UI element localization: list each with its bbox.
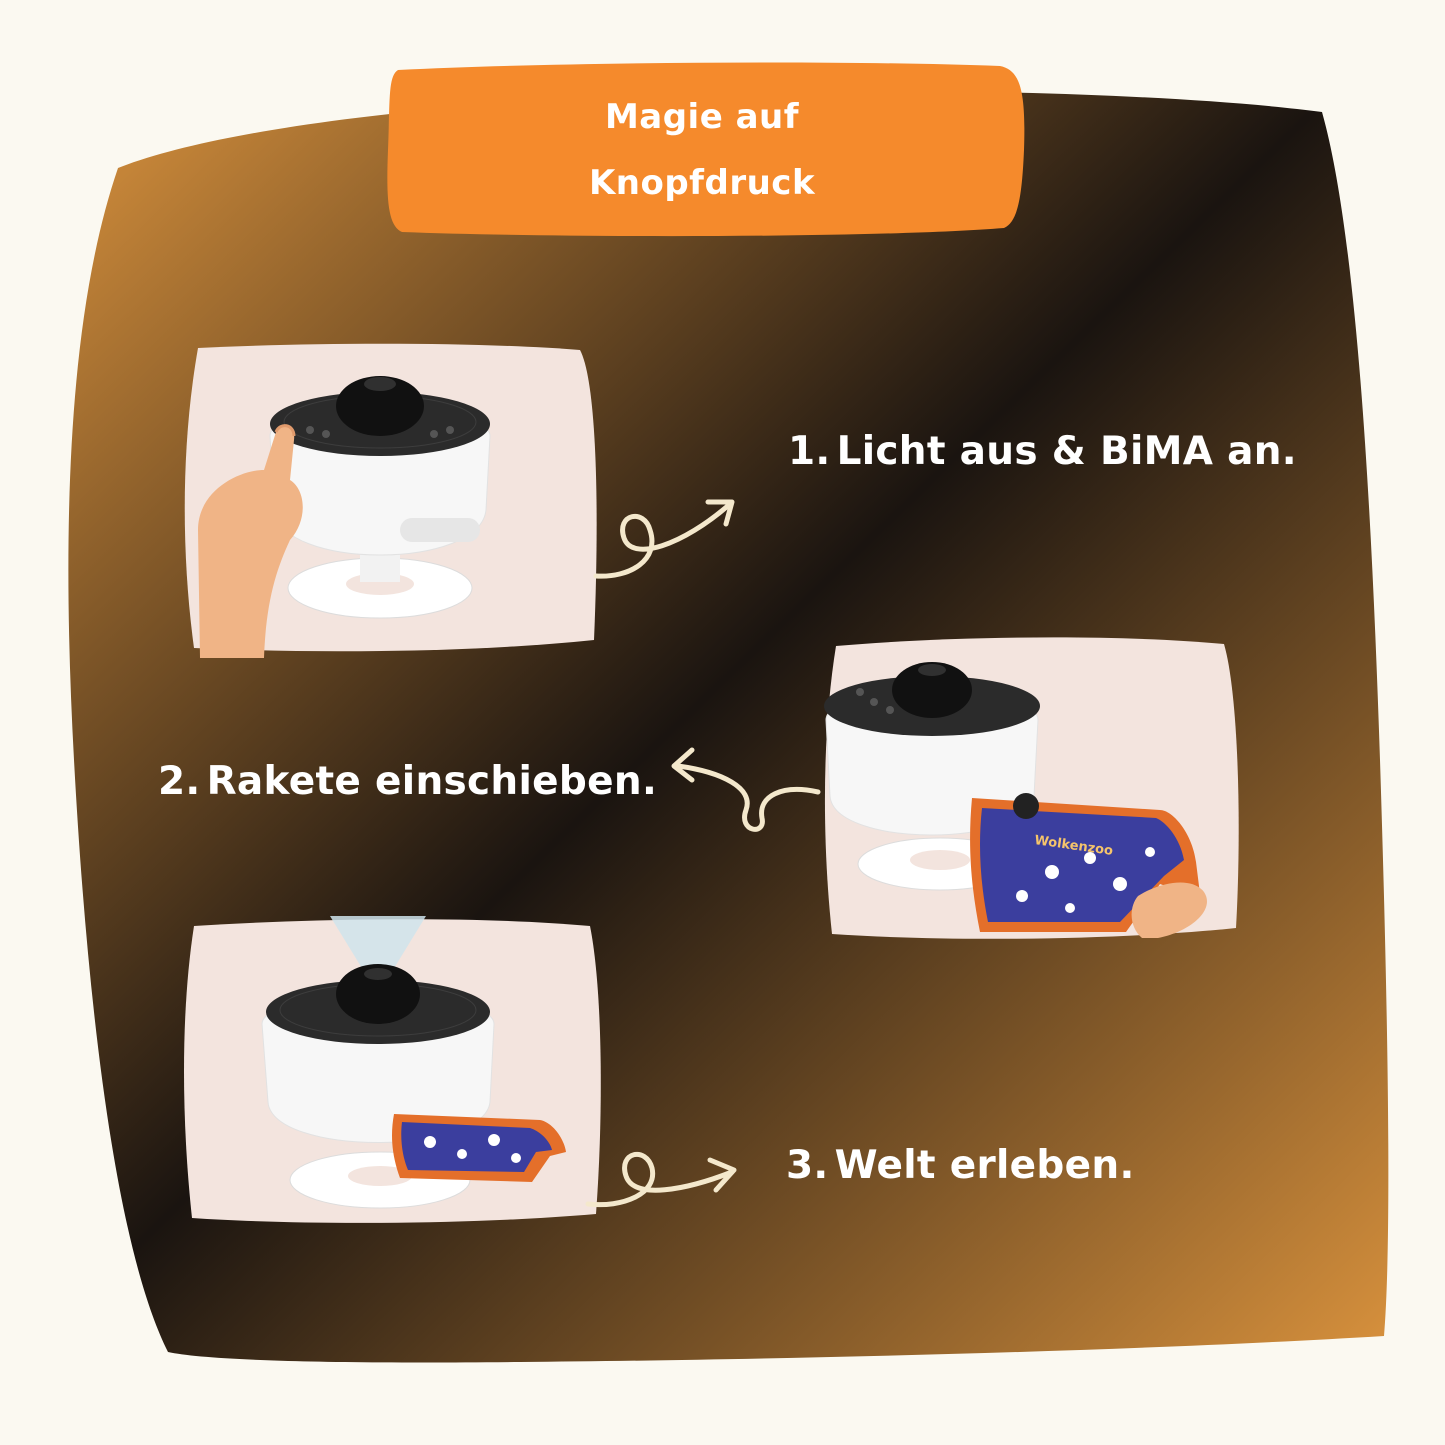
hand-holding-card [1131,882,1207,938]
curly-arrow-2-icon [671,747,821,832]
title-badge-shape [387,62,1025,237]
step-1-number: 1. [788,429,831,474]
step-2-text: Rakete einschieben. [206,759,658,804]
step-1-label: 1.Licht aus & BiMA an. [788,432,1297,471]
curly-arrow-3-icon [585,1151,737,1208]
rocket-card-inserted [392,1114,566,1182]
step-2-number: 2. [158,759,201,804]
step-3-number: 3. [786,1143,829,1188]
step-2-label: 2.Rakete einschieben. [158,762,657,801]
projector-device [261,964,495,1209]
title-badge: Magie auf Knopfdruck [386,66,1018,234]
title-line-2: Knopfdruck [588,163,816,203]
step-3-photo [180,916,604,1226]
step-3-text: Welt erleben. [834,1143,1135,1188]
step-1-photo [180,340,600,658]
curly-arrow-1-icon [593,499,735,579]
title-line-1: Magie auf [604,97,800,137]
projector-device [269,376,491,619]
step-1-text: Licht aus & BiMA an. [836,429,1297,474]
hand-pointing-finger [198,424,303,658]
light-beam [330,916,426,978]
step-2-photo: Wolkenzoo [820,632,1242,942]
step-3-label: 3.Welt erleben. [786,1146,1135,1185]
